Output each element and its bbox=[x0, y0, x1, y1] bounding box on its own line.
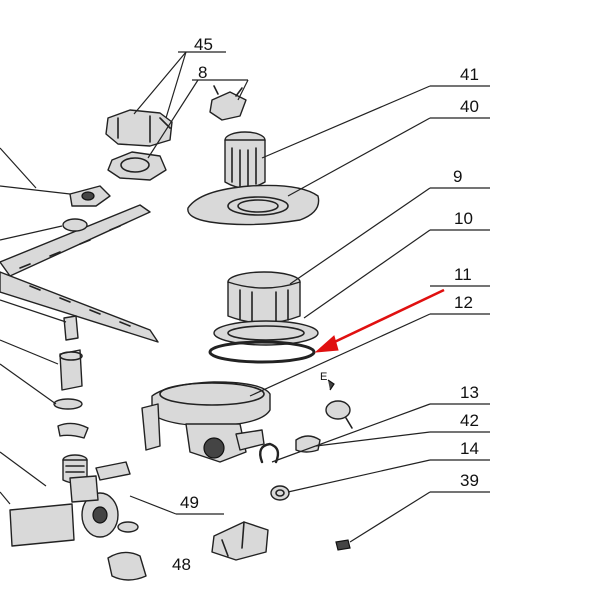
label-13: 13 bbox=[460, 383, 479, 402]
label-42: 42 bbox=[460, 411, 479, 430]
upper-connector bbox=[69, 185, 111, 207]
label-48: 48 bbox=[172, 555, 191, 574]
label-45: 45 bbox=[194, 35, 213, 54]
part-48-hose bbox=[107, 551, 147, 581]
label-40: 40 bbox=[460, 97, 479, 116]
part-42-valve bbox=[211, 521, 269, 561]
part-8-bracket bbox=[209, 85, 247, 121]
red-highlight-arrow bbox=[314, 288, 445, 353]
label-11: 11 bbox=[454, 265, 472, 284]
clamp-near-49 bbox=[117, 521, 139, 533]
part-39-screw bbox=[335, 539, 351, 551]
part-9-microfilter bbox=[227, 271, 301, 325]
label-e: E bbox=[320, 371, 327, 383]
label-8: 8 bbox=[198, 63, 207, 82]
part-40-filter-plate bbox=[187, 184, 320, 226]
label-41: 41 bbox=[460, 65, 479, 84]
left-pipe-parts bbox=[53, 349, 89, 484]
part-14-nut bbox=[270, 485, 290, 501]
label-49: 49 bbox=[180, 493, 199, 512]
sump-assembly bbox=[141, 381, 271, 463]
part-45-clip bbox=[105, 109, 173, 181]
label-9: 9 bbox=[453, 167, 462, 186]
spray-arm bbox=[0, 204, 159, 343]
part-12-gasket-highlighted bbox=[208, 340, 316, 364]
leader-lines bbox=[0, 51, 490, 543]
pump-motor bbox=[9, 461, 131, 547]
part-13-clamp bbox=[259, 435, 321, 464]
part-10-ring bbox=[213, 320, 319, 346]
part-labels: 45 8 41 40 9 10 11 12 13 42 14 39 49 48 … bbox=[172, 35, 479, 574]
label-14: 14 bbox=[460, 439, 479, 458]
part-e-sensor bbox=[325, 379, 353, 429]
label-10: 10 bbox=[454, 209, 473, 228]
part-41-filter-cylinder bbox=[224, 131, 266, 189]
label-12: 12 bbox=[454, 293, 473, 312]
label-39: 39 bbox=[460, 471, 479, 490]
